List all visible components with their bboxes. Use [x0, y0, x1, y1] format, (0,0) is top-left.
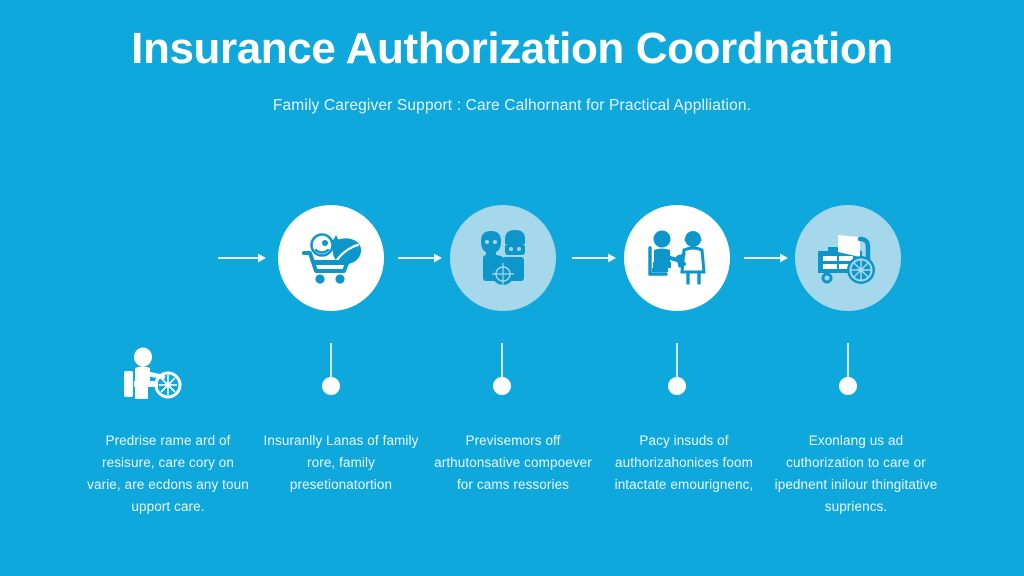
caption-3: Previsemors off arthutonsative compoever… — [434, 433, 592, 492]
arrow-step-1-to-2 — [398, 251, 442, 265]
process-flow — [0, 205, 1024, 335]
connector-dot-2 — [493, 377, 511, 395]
step-node-2[interactable] — [450, 205, 556, 311]
connector-dot-3 — [668, 377, 686, 395]
caregiver-pair-icon — [471, 227, 535, 289]
step-node-1[interactable] — [278, 205, 384, 311]
page-title: Insurance Authorization Coordnation — [131, 24, 893, 73]
seated-patient-nurse-icon — [644, 228, 710, 288]
connector-stem-1 — [330, 343, 332, 381]
connector-stem-2 — [501, 343, 503, 381]
connector-stem-3 — [676, 343, 678, 381]
step-node-3[interactable] — [624, 205, 730, 311]
connector-dot-4 — [839, 377, 857, 395]
caption-2: Insuranlly Lanas of family rore, family … — [263, 433, 419, 492]
step-node-4[interactable] — [795, 205, 901, 311]
caption-1: Predrise rame ard of resisure, care cory… — [87, 433, 249, 514]
page-subtitle: Family Caregiver Support : Care Calhorna… — [272, 96, 752, 114]
arrow-step-3-to-4 — [744, 251, 788, 265]
connector-stem-4 — [847, 343, 849, 381]
arrow-step-2-to-3 — [572, 251, 616, 265]
connector-dot-1 — [322, 377, 340, 395]
shopping-cart-leaf-icon — [298, 227, 364, 289]
medical-cart-wheel-icon — [814, 229, 882, 287]
caption-5: Exonlang us ad cuthorization to care or … — [774, 433, 938, 514]
header: Insurance Authorization Coordnation Fami… — [0, 0, 1024, 115]
arrow-into-step-1 — [218, 251, 266, 265]
caption-4: Pacy insuds of authorizahonices foom int… — [614, 433, 754, 492]
caption-group: Predrise rame ard of resisure, care cory… — [0, 430, 1024, 550]
wheelchair-user-icon — [118, 347, 184, 403]
